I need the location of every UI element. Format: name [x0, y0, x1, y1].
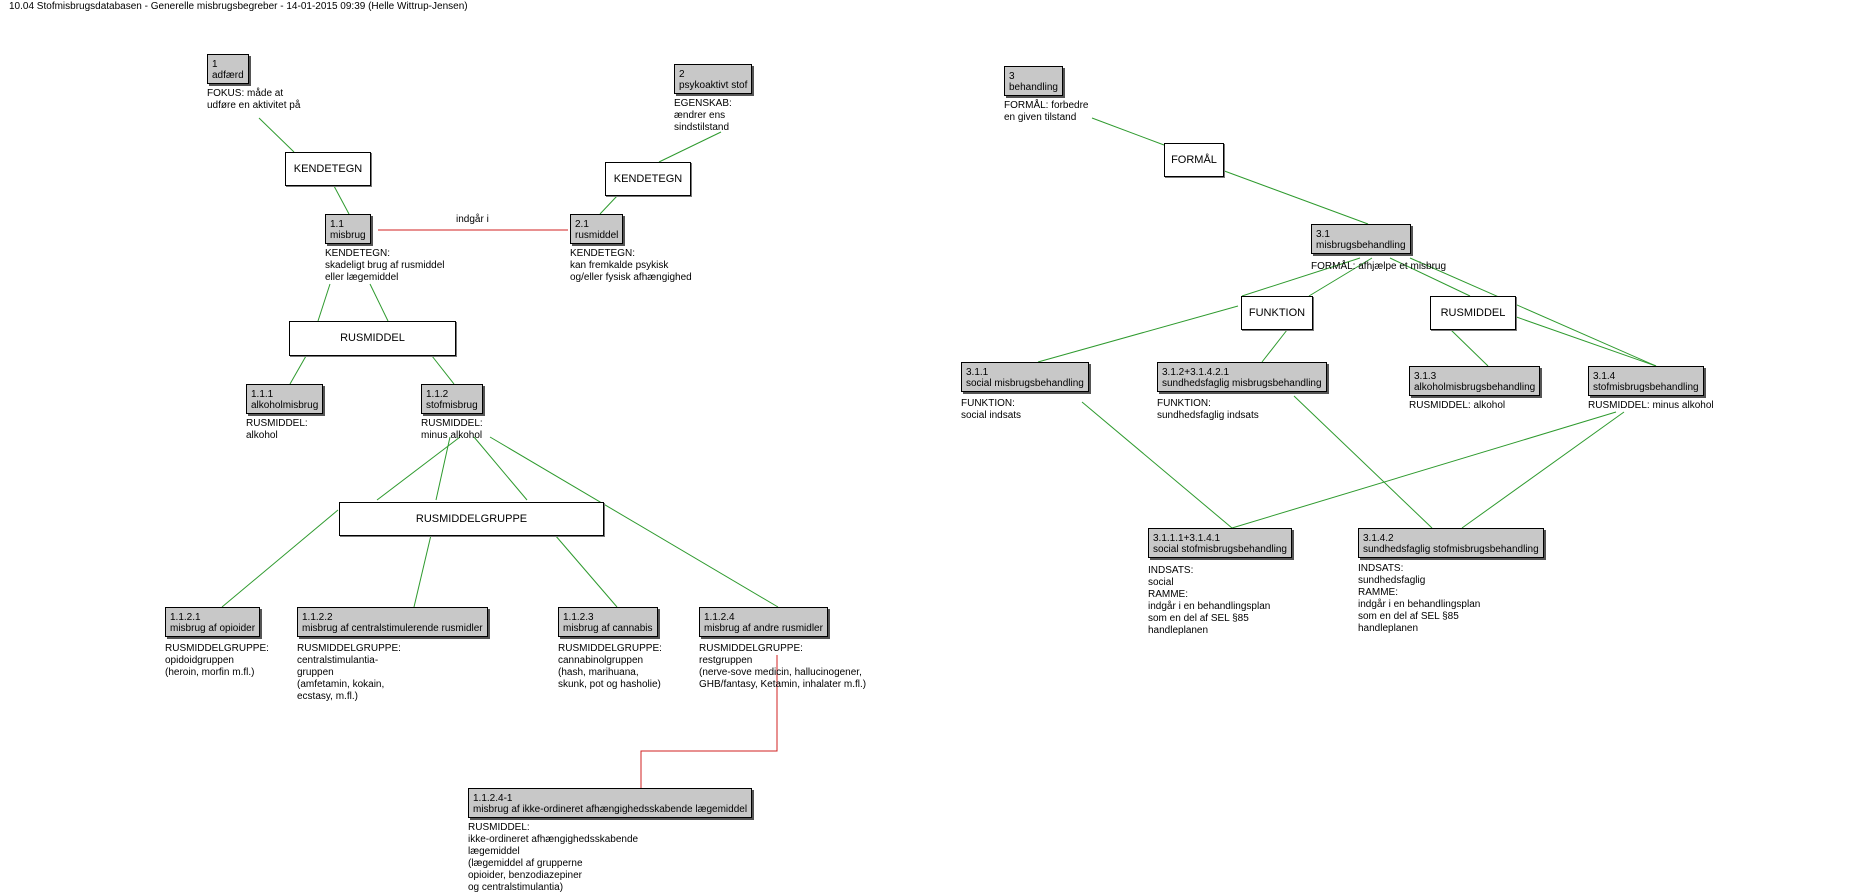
node-1-1-1-number: 1.1.1 [251, 389, 274, 400]
node-3-1-4-2-number: 3.1.4.2 [1363, 533, 1394, 544]
node-3-1-3-number: 3.1.3 [1414, 371, 1437, 382]
node-2-number: 2 [679, 69, 685, 80]
node-3-term: behandling [1009, 82, 1058, 93]
node-1-1-2-4-number: 1.1.2.4 [704, 612, 735, 623]
label-formaal[interactable]: FORMÅL [1164, 143, 1224, 177]
node-1-1-2-2-number: 1.1.2.2 [302, 612, 333, 623]
desc-3-1-1: FUNKTION:social indsats [961, 398, 1022, 421]
node-1-1-2-term: stofmisbrug [426, 400, 478, 411]
node-1-1-term: misbrug [330, 230, 366, 241]
node-3-1-2-number: 3.1.2+3.1.4.2.1 [1162, 367, 1230, 378]
edge-label-indgaar-i: indgår i [456, 214, 489, 225]
node-3-1-number: 3.1 [1316, 229, 1330, 240]
node-3-1-1-term: social misbrugsbehandling [966, 378, 1084, 389]
node-3-1-4-2-term: sundhedsfaglig stofmisbrugsbehandling [1363, 544, 1539, 555]
label-funktion[interactable]: FUNKTION [1241, 296, 1313, 330]
node-1-1-2-3-number: 1.1.2.3 [563, 612, 594, 623]
node-1-1-2-4-1-term: misbrug af ikke-ordineret afhængighedssk… [473, 804, 748, 815]
desc-1-1-2-1: RUSMIDDELGRUPPE:opidoidgruppen(heroin, m… [165, 643, 269, 678]
label-kendetegn-2[interactable]: KENDETEGN [605, 162, 691, 196]
node-1-1-2-3-term: misbrug af cannabis [563, 623, 653, 634]
node-1-number: 1 [212, 59, 218, 70]
node-1-1-2-4-term: misbrug af andre rusmidler [704, 623, 823, 634]
node-1-1-2-2-term: misbrug af centralstimulerende rusmidler [302, 623, 483, 634]
desc-3-1-3: RUSMIDDEL: alkohol [1409, 400, 1506, 411]
node-1-1-2-number: 1.1.2 [426, 389, 449, 400]
node-1-1-1-term: alkoholmisbrug [251, 400, 319, 411]
node-1-1-number: 1.1 [330, 219, 344, 230]
node-1-term: adfærd [212, 70, 244, 81]
node-3-number: 3 [1009, 71, 1015, 82]
node-3-1-4-term: stofmisbrugsbehandling [1593, 382, 1699, 393]
desc-1-1-2-2: RUSMIDDELGRUPPE:centralstimulantia-grupp… [297, 643, 401, 702]
desc-3-1-4: RUSMIDDEL: minus alkohol [1588, 400, 1714, 411]
desc-3-1: FORMÅL: afhjælpe et misbrug [1311, 261, 1447, 272]
red-connectors [378, 229, 778, 788]
node-3-1-1-1-term: social stofmisbrugsbehandling [1153, 544, 1287, 555]
node-3-1-1-1-number: 3.1.1.1+3.1.4.1 [1153, 533, 1221, 544]
node-3-1-3-term: alkoholmisbrugsbehandling [1414, 382, 1536, 393]
label-rusmiddel-3[interactable]: RUSMIDDEL [1430, 296, 1516, 330]
desc-1-1-1: RUSMIDDEL:alkohol [246, 418, 308, 441]
node-1-1-2-1-term: misbrug af opioider [170, 623, 256, 634]
desc-1-1-2: RUSMIDDEL:minus alkohol [421, 418, 483, 441]
node-1-1-2-1-number: 1.1.2.1 [170, 612, 201, 623]
green-connectors [221, 117, 1657, 608]
desc-1-1-2-4: RUSMIDDELGRUPPE:restgruppen(nerve-sove m… [699, 643, 867, 690]
node-1-1-2-4-1-number: 1.1.2.4-1 [473, 793, 513, 804]
page-title: 10.04 Stofmisbrugsdatabasen - Generelle … [9, 1, 468, 12]
node-3-1-4-number: 3.1.4 [1593, 371, 1616, 382]
node-3-1-2-term: sundhedsfaglig misbrugsbehandling [1162, 378, 1322, 389]
node-2-1-number: 2.1 [575, 219, 589, 230]
label-rusmiddel-1[interactable]: RUSMIDDEL [289, 321, 456, 356]
node-2-term: psykoaktivt stof [679, 80, 748, 91]
label-kendetegn-1[interactable]: KENDETEGN [285, 152, 371, 186]
desc-1-1-2-4-1: RUSMIDDEL:ikke-ordineret afhængighedsska… [468, 822, 639, 893]
desc-3-1-2: FUNKTION:sundhedsfaglig indsats [1157, 398, 1259, 421]
desc-1-1-2-3: RUSMIDDELGRUPPE:cannabinolgruppen(hash, … [558, 643, 662, 690]
node-3-1-1-number: 3.1.1 [966, 367, 989, 378]
node-2-1-term: rusmiddel [575, 230, 619, 241]
node-3-1-term: misbrugsbehandling [1316, 240, 1406, 251]
label-rusmiddelgruppe[interactable]: RUSMIDDELGRUPPE [339, 502, 604, 536]
